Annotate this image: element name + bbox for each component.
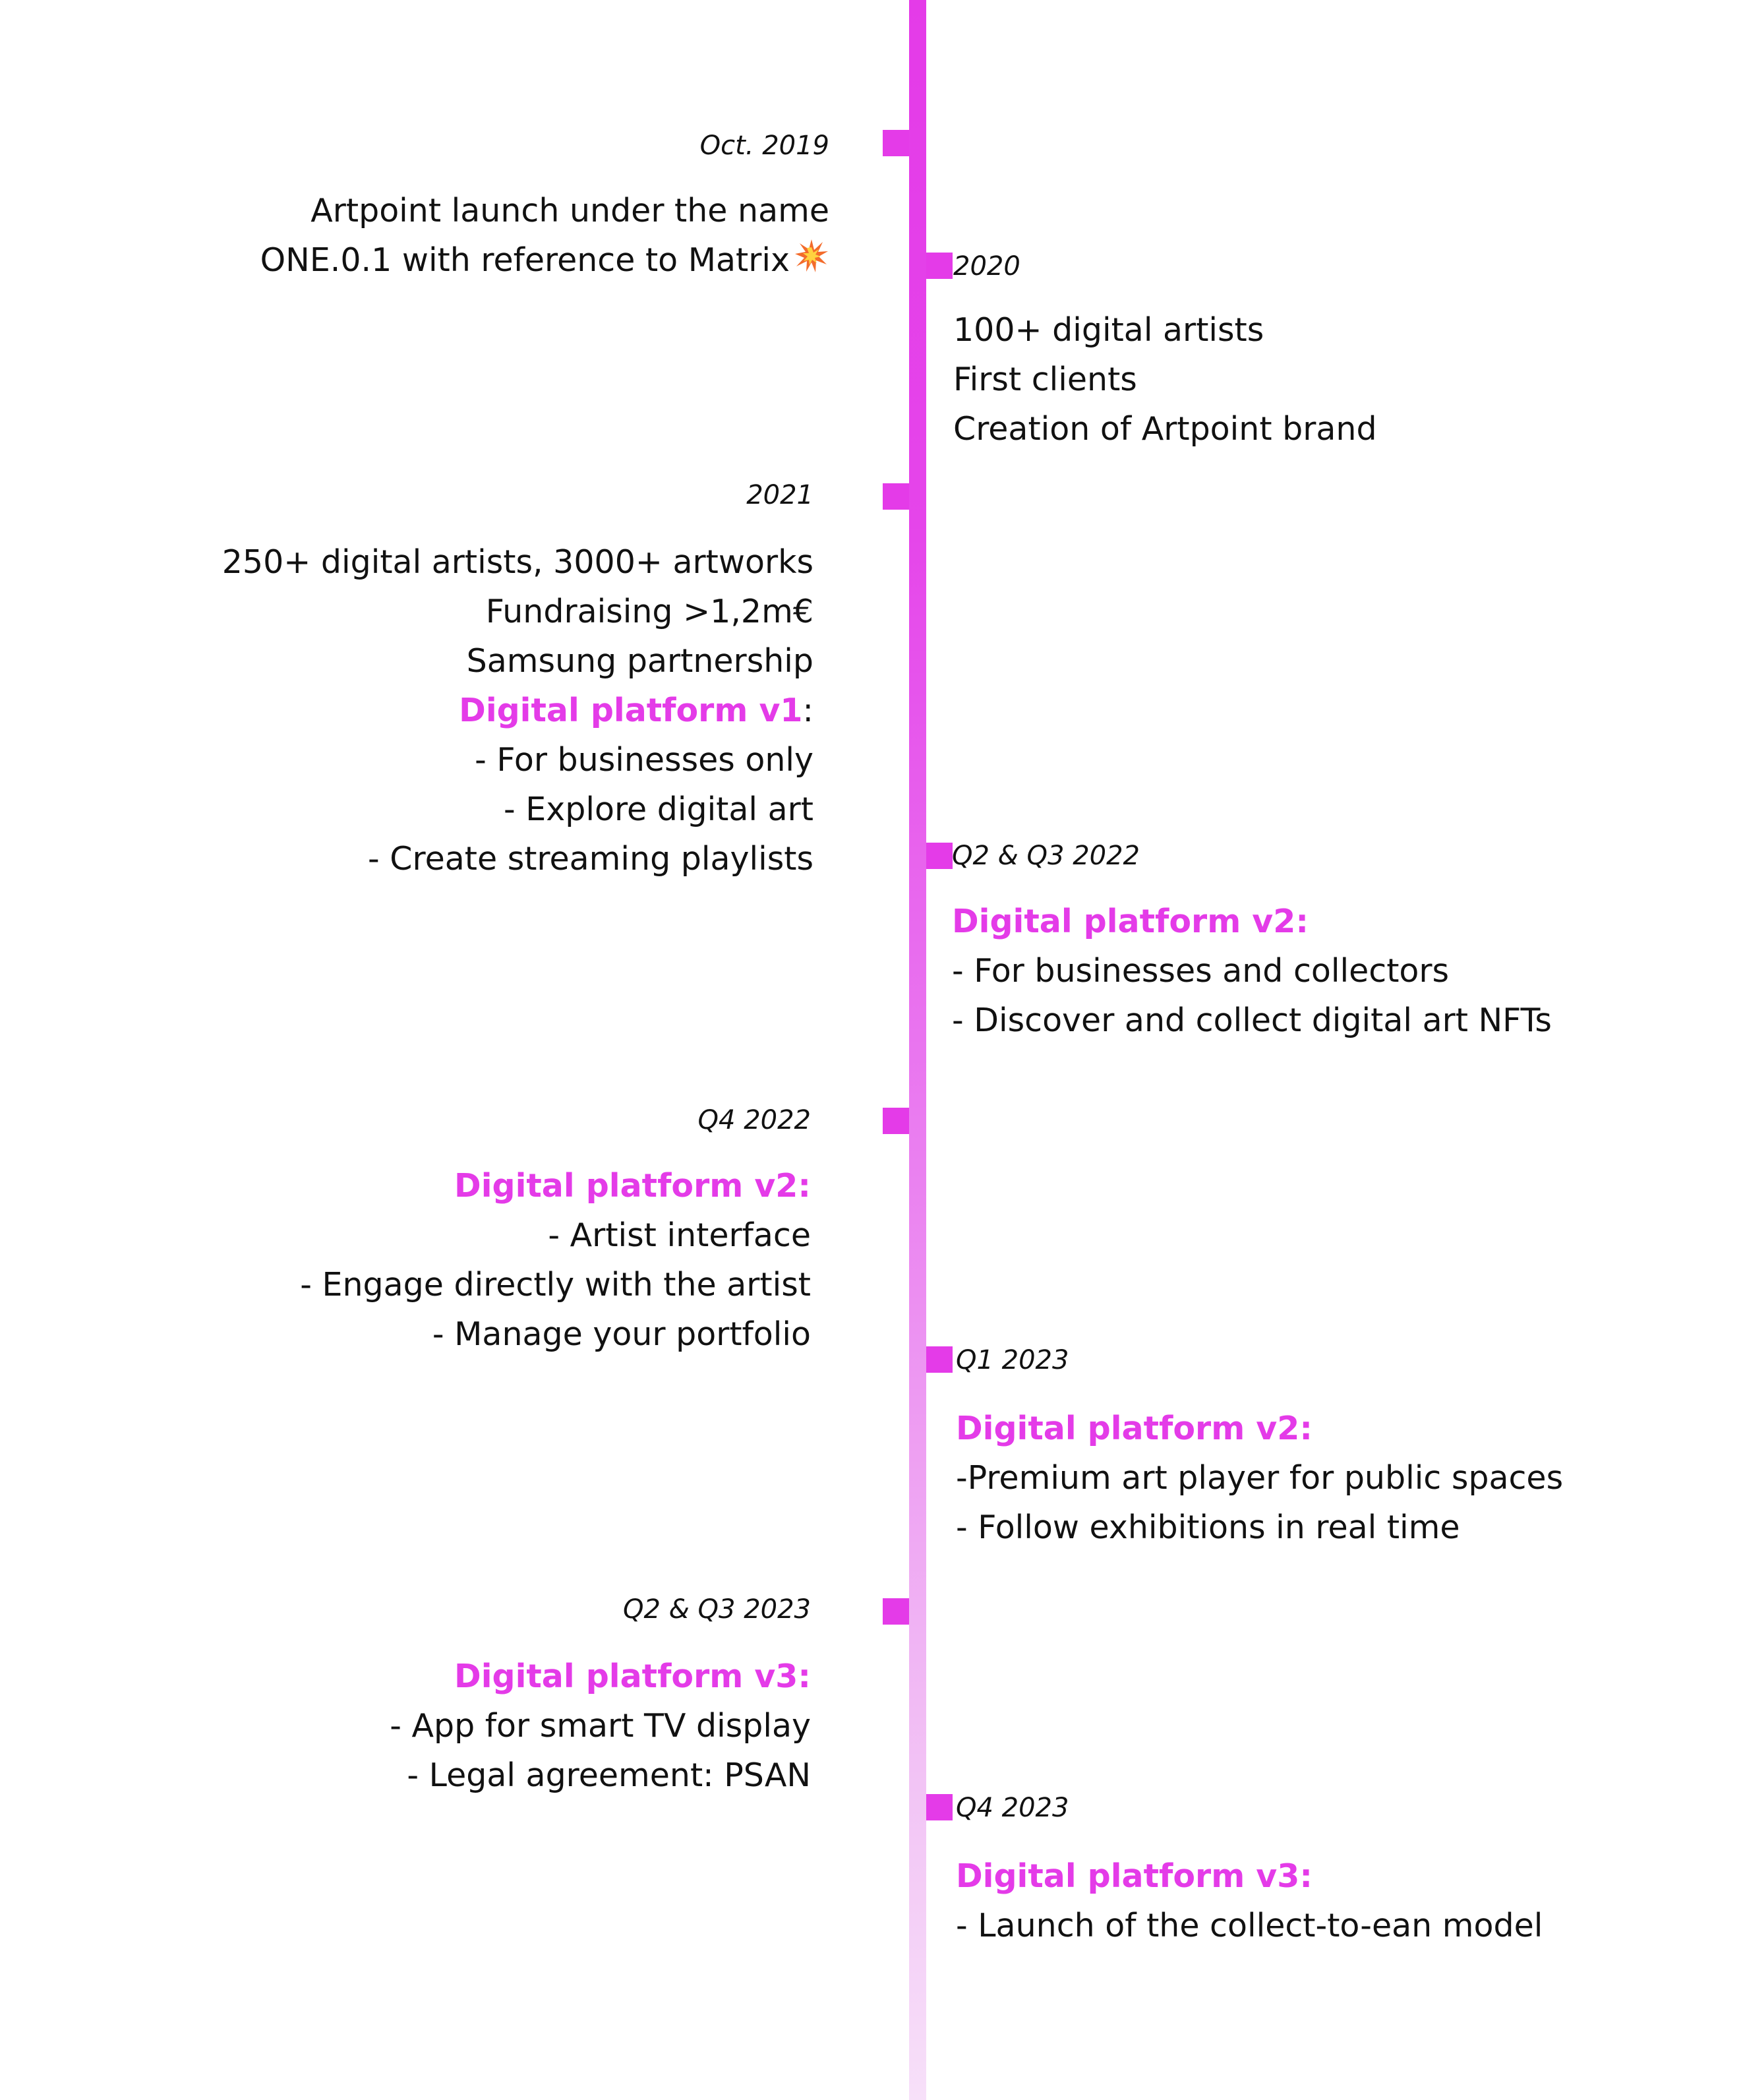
milestone-line: Samsung partnership — [466, 642, 813, 680]
milestone-title-suffix: : — [802, 692, 813, 729]
milestone-title: Digital platform v1: — [222, 686, 813, 735]
milestone-date: Q4 2023 — [956, 1793, 1069, 1823]
milestone-line: - Launch of the collect-to-ean model — [956, 1907, 1543, 1944]
milestone-line: - Create streaming playlists — [368, 840, 813, 878]
milestone-date: Q2 & Q3 2022 — [952, 841, 1140, 871]
timeline-axis — [909, 0, 926, 2100]
milestone-body: Digital platform v2: - For businesses an… — [952, 897, 1552, 1045]
milestone-line: 100+ digital artists — [953, 311, 1264, 349]
milestone-line: - Follow exhibitions in real time — [956, 1509, 1460, 1546]
milestone-title-text: Digital platform v1 — [459, 692, 803, 729]
milestone-line: First clients — [953, 361, 1137, 398]
milestone-line: - Manage your portfolio — [432, 1315, 811, 1353]
milestone-body: Digital platform v2: -Premium art player… — [956, 1404, 1563, 1552]
milestone-title: Digital platform v3: — [454, 1658, 811, 1695]
timeline-marker — [883, 130, 909, 156]
milestone-line-text: ONE.0.1 with reference to Matrix — [260, 241, 790, 279]
milestone-line: - For businesses only — [475, 741, 813, 779]
milestone-body: Digital platform v3: - Launch of the col… — [956, 1851, 1543, 1950]
milestone-line: - App for smart TV display — [390, 1707, 811, 1745]
timeline-marker — [926, 253, 953, 279]
milestone-line: - For businesses and collectors — [952, 952, 1450, 990]
milestone-oct-2019: Oct. 2019 Artpoint launch under the name… — [260, 129, 829, 285]
milestone-title: Digital platform v2: — [454, 1167, 811, 1205]
milestone-date: 2021 — [746, 480, 813, 510]
timeline-marker — [883, 1598, 909, 1625]
milestone-2021: 2021 250+ digital artists, 3000+ artwork… — [222, 478, 813, 884]
milestone-line: 250+ digital artists, 3000+ artworks — [222, 543, 813, 581]
timeline-marker — [883, 1108, 909, 1134]
timeline-marker — [926, 1346, 953, 1373]
milestone-line: - Legal agreement: PSAN — [407, 1756, 811, 1794]
milestone-line: ONE.0.1 with reference to Matrix — [260, 235, 829, 285]
milestone-title: Digital platform v2: — [952, 903, 1309, 940]
milestone-body: 250+ digital artists, 3000+ artworks Fun… — [222, 537, 813, 884]
milestone-line: Artpoint launch under the name — [310, 192, 829, 229]
timeline-marker — [926, 1794, 953, 1820]
milestone-q4-2022: Q4 2022 Digital platform v2: - Artist in… — [300, 1103, 811, 1359]
milestone-body: Digital platform v2: - Artist interface … — [300, 1161, 811, 1359]
timeline-marker — [926, 843, 953, 869]
milestone-q1-2023: Q1 2023 Digital platform v2: -Premium ar… — [956, 1343, 1563, 1552]
milestone-date: Q4 2022 — [697, 1105, 811, 1135]
milestone-line: - Artist interface — [548, 1216, 811, 1254]
milestone-date: Q2 & Q3 2023 — [623, 1594, 811, 1625]
milestone-title: Digital platform v3: — [956, 1857, 1313, 1895]
milestone-date: 2020 — [953, 251, 1020, 282]
milestone-q2-q3-2022: Q2 & Q3 2022 Digital platform v2: - For … — [952, 839, 1552, 1045]
milestone-2020: 2020 100+ digital artists First clients … — [953, 249, 1377, 454]
milestone-line: - Explore digital art — [504, 791, 813, 828]
milestone-body: 100+ digital artists First clients Creat… — [953, 305, 1377, 454]
milestone-line: Creation of Artpoint brand — [953, 410, 1377, 448]
milestone-line: -Premium art player for public spaces — [956, 1459, 1564, 1497]
milestone-line: Fundraising >1,2m€ — [485, 593, 813, 630]
milestone-line: - Discover and collect digital art NFTs — [952, 1002, 1552, 1039]
milestone-body: Artpoint launch under the name ONE.0.1 w… — [260, 186, 829, 285]
milestone-q2-q3-2023: Q2 & Q3 2023 Digital platform v3: - App … — [390, 1592, 811, 1800]
milestone-date: Oct. 2019 — [699, 131, 829, 161]
collision-icon — [795, 239, 828, 272]
milestone-q4-2023: Q4 2023 Digital platform v3: - Launch of… — [956, 1791, 1543, 1950]
milestone-date: Q1 2023 — [956, 1345, 1069, 1375]
milestone-body: Digital platform v3: - App for smart TV … — [390, 1652, 811, 1800]
timeline-marker — [883, 483, 909, 510]
milestone-line: - Engage directly with the artist — [300, 1266, 811, 1304]
milestone-title: Digital platform v2: — [956, 1410, 1313, 1447]
